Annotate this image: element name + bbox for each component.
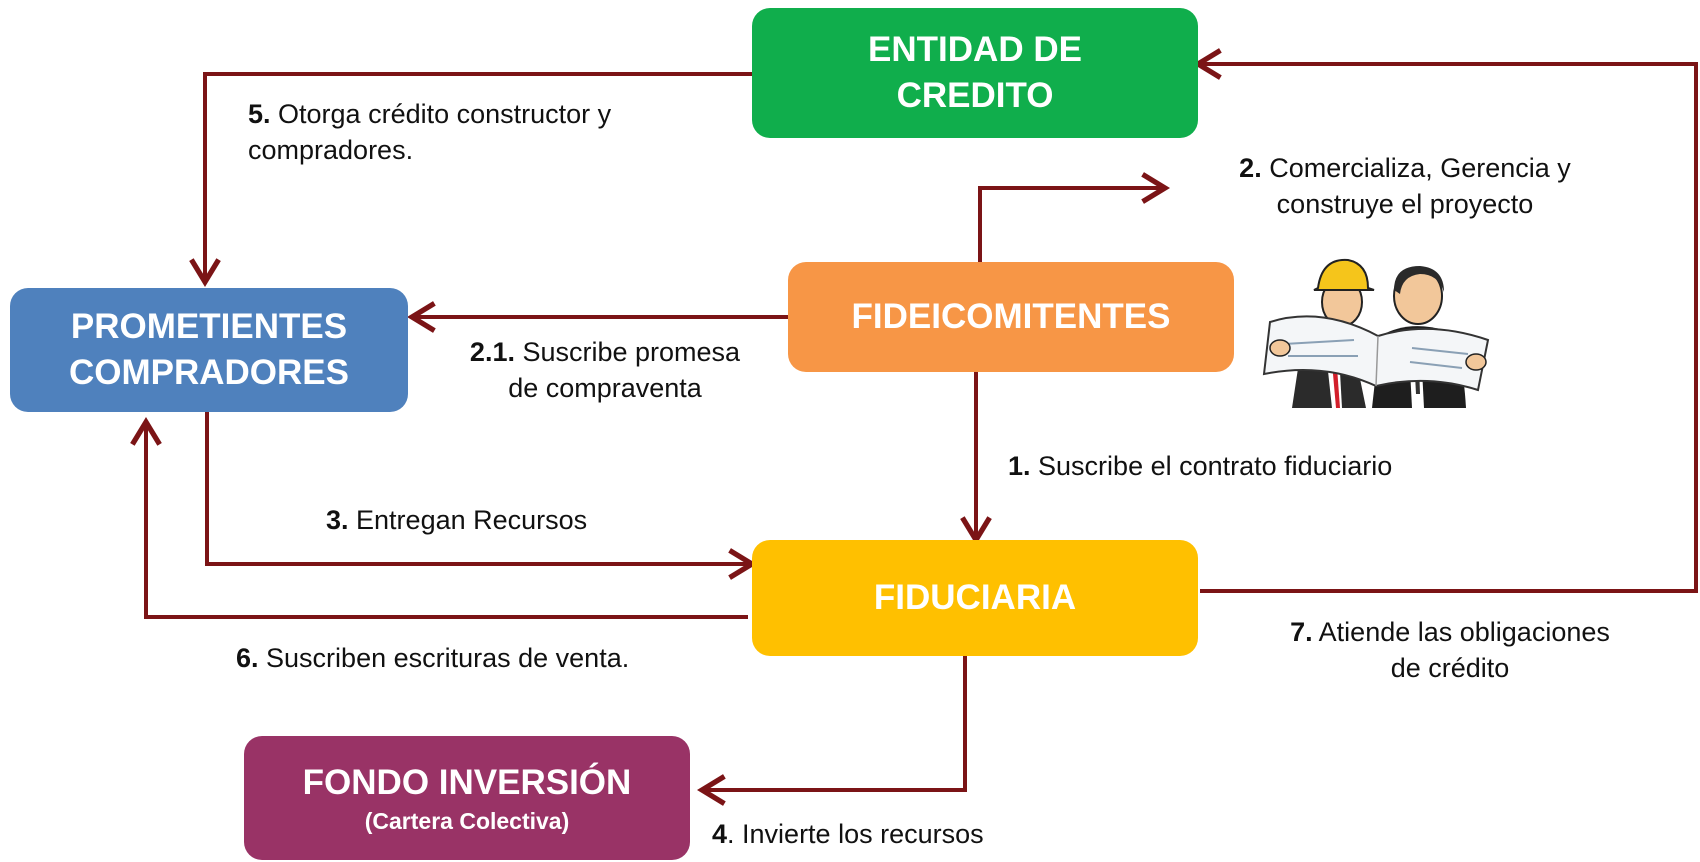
node-prometientes-compradores: PROMETIENTES COMPRADORES bbox=[10, 288, 408, 412]
node-fideicomitentes-label: FIDEICOMITENTES bbox=[851, 297, 1171, 336]
edge-21-num: 2.1. bbox=[469, 337, 515, 367]
node-fideicomitentes: FIDEICOMITENTES bbox=[788, 262, 1234, 372]
edge-1-num: 1. bbox=[1008, 451, 1031, 481]
edge-3-text: Entregan Recursos bbox=[348, 505, 588, 535]
edge-7-text: Atiende las obligaciones bbox=[1312, 617, 1610, 647]
edge-5-text-line2: compradores. bbox=[248, 135, 414, 165]
node-entidad-de-credito: ENTIDAD DE CREDITO bbox=[752, 8, 1198, 138]
edge-label-6: 6. Suscriben escrituras de venta. bbox=[236, 640, 629, 676]
arrow-5-entidad-to-prometientes bbox=[189, 72, 752, 288]
edge-6-text: Suscriben escrituras de venta. bbox=[258, 643, 630, 673]
node-fondo-inversion: FONDO INVERSIÓN (Cartera Colectiva) bbox=[244, 736, 690, 860]
edge-label-1: 1. Suscribe el contrato fiduciario bbox=[1008, 448, 1392, 484]
edge-2-text-line2: construye el proyecto bbox=[1276, 189, 1534, 219]
edge-label-21: 2.1. Suscribe promesa de compraventa bbox=[430, 334, 780, 406]
edge-label-4: 4. Invierte los recursos bbox=[712, 816, 984, 852]
engineers-reviewing-blueprint-icon bbox=[1262, 258, 1490, 408]
node-fondo-sub: (Cartera Colectiva) bbox=[364, 808, 570, 834]
node-fondo-label: FONDO INVERSIÓN bbox=[302, 763, 632, 802]
edge-label-5: 5. Otorga crédito constructor y comprado… bbox=[248, 96, 611, 168]
arrow-3-prometientes-to-fiduciaria bbox=[205, 412, 758, 580]
arrow-4-fiduciaria-to-fondo bbox=[696, 656, 967, 806]
arrow-2-fideicomitentes-up bbox=[978, 172, 1171, 262]
node-entidad-line1: ENTIDAD DE bbox=[868, 30, 1082, 69]
edge-4-text: . Invierte los recursos bbox=[727, 819, 984, 849]
edge-7-num: 7. bbox=[1290, 617, 1313, 647]
edge-1-text: Suscribe el contrato fiduciario bbox=[1030, 451, 1393, 481]
node-entidad-line2: CREDITO bbox=[896, 76, 1054, 115]
edge-5-num: 5. bbox=[248, 99, 271, 129]
edge-label-3: 3. Entregan Recursos bbox=[326, 502, 587, 538]
edge-6-num: 6. bbox=[236, 643, 259, 673]
node-prometientes-line1: PROMETIENTES bbox=[70, 307, 348, 346]
node-fiduciaria: FIDUCIARIA bbox=[752, 540, 1198, 656]
edge-21-text-line2: de compraventa bbox=[508, 373, 702, 403]
edge-label-2: 2. Comercializa, Gerencia y construye el… bbox=[1185, 150, 1625, 222]
edge-2-num: 2. bbox=[1239, 153, 1262, 183]
edge-3-num: 3. bbox=[326, 505, 349, 535]
edge-2-text: Comercializa, Gerencia y bbox=[1261, 153, 1571, 183]
edge-7-text-line2: de crédito bbox=[1390, 653, 1510, 683]
edge-21-text: Suscribe promesa bbox=[514, 337, 741, 367]
node-prometientes-line2: COMPRADORES bbox=[68, 353, 350, 392]
arrow-7-fiduciaria-to-entidad bbox=[1192, 48, 1698, 593]
node-fiduciaria-label: FIDUCIARIA bbox=[873, 578, 1077, 617]
edge-4-num: 4 bbox=[712, 819, 728, 849]
edge-5-text: Otorga crédito constructor y bbox=[270, 99, 612, 129]
edge-label-7: 7. Atiende las obligaciones de crédito bbox=[1230, 614, 1670, 686]
arrow-6-fiduciaria-to-prometientes bbox=[130, 416, 748, 619]
